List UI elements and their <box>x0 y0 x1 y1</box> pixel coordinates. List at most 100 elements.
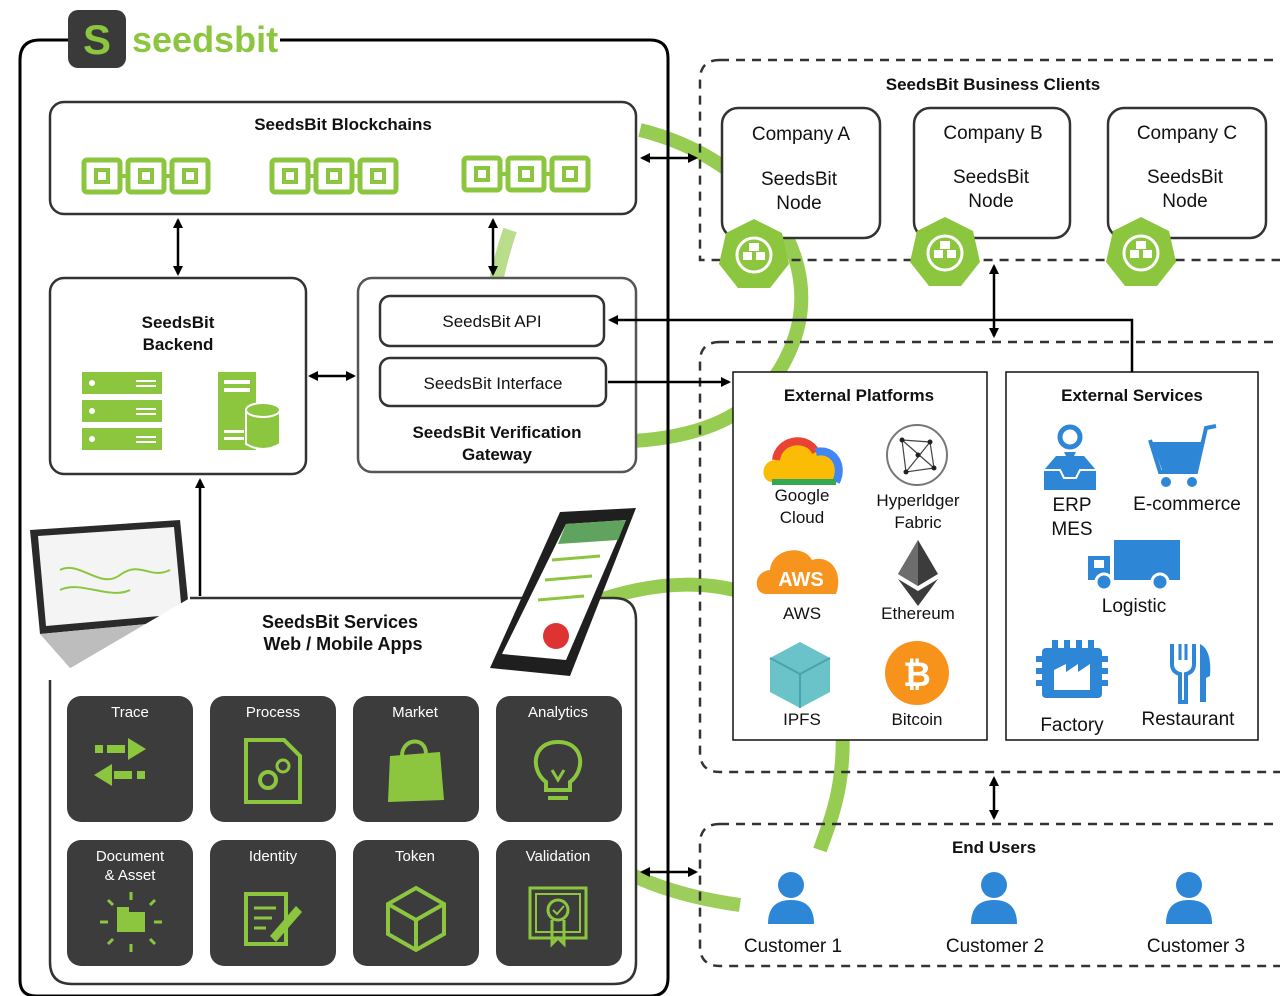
node-badge-icon <box>910 217 980 286</box>
google-cloud-icon <box>763 437 843 485</box>
end-users-region <box>698 822 1280 968</box>
ipfs-icon <box>769 642 831 708</box>
clients-region <box>698 58 1280 262</box>
tile-document-label: Document <box>96 848 165 865</box>
chain-icon-3 <box>461 155 591 193</box>
aws-icon: AWS <box>756 550 839 594</box>
truck-icon <box>1088 540 1180 592</box>
services-title-line2: Web / Mobile Apps <box>263 634 422 654</box>
customer-1-avatar-icon <box>768 872 814 924</box>
factory-icon <box>1036 640 1108 698</box>
tile-analytics[interactable]: Analytics <box>496 696 622 822</box>
document-pen-icon <box>244 892 302 946</box>
process-gears-icon <box>244 738 302 804</box>
ext-services-title: External Services <box>1061 386 1203 405</box>
tile-document-label2: & Asset <box>105 867 157 884</box>
services-title-line1: SeedsBit Services <box>262 612 418 632</box>
aws-label: AWS <box>783 604 821 623</box>
google-label2: Cloud <box>780 508 824 527</box>
database-server-icon <box>218 372 281 450</box>
company-b-name: Company B <box>943 123 1042 144</box>
blockchains-title: SeedsBit Blockchains <box>254 115 432 134</box>
tile-market-label: Market <box>392 704 439 721</box>
chain-icon-2 <box>269 157 399 195</box>
tile-process[interactable]: Process <box>210 696 336 822</box>
company-c-node2: Node <box>1162 191 1207 212</box>
tile-analytics-label: Analytics <box>528 704 588 721</box>
restaurant-label: Restaurant <box>1142 709 1236 730</box>
interface-label: SeedsBit Interface <box>424 374 563 393</box>
factory-label: Factory <box>1040 715 1104 736</box>
hyperledger-label2: Fabric <box>894 513 942 532</box>
company-b-card[interactable]: Company B SeedsBit Node <box>912 106 1072 240</box>
backend-title-line2: Backend <box>143 335 214 354</box>
logistic-label: Logistic <box>1102 596 1166 617</box>
trace-arrows-icon <box>94 738 146 786</box>
server-rack-icon <box>82 372 162 450</box>
tile-trace-label: Trace <box>111 704 149 721</box>
bitcoin-logo-text: ₿ <box>903 655 931 695</box>
logo-mark: S <box>83 16 111 63</box>
end-users-title: End Users <box>952 838 1036 857</box>
backend-title-line1: SeedsBit <box>142 313 215 332</box>
logo-mark-box <box>68 10 126 68</box>
tile-token-label: Token <box>395 848 435 865</box>
tile-document[interactable]: Document & Asset <box>67 840 193 966</box>
tile-validation-label: Validation <box>526 848 591 865</box>
tile-token[interactable]: Token <box>353 840 479 966</box>
tile-validation[interactable]: Validation <box>496 840 622 966</box>
company-a-node1: SeedsBit <box>761 169 838 190</box>
hyperledger-label1: Hyperldger <box>876 491 959 510</box>
company-c-name: Company C <box>1137 123 1237 144</box>
customer-2-avatar-icon <box>971 872 1017 924</box>
google-label1: Google <box>775 486 830 505</box>
customer-1-label: Customer 1 <box>744 936 842 957</box>
node-badge-icon <box>1106 217 1176 286</box>
company-a-card[interactable]: Company A SeedsBit Node <box>720 106 882 240</box>
ethereum-label: Ethereum <box>881 604 955 623</box>
api-pill[interactable] <box>378 294 606 348</box>
erp-icon <box>1044 424 1096 490</box>
restaurant-icon <box>1170 644 1211 704</box>
node-badge-icon <box>719 219 789 288</box>
cube-icon <box>386 885 446 953</box>
interface-pill[interactable] <box>378 356 608 408</box>
gateway-title-line2: Gateway <box>462 445 532 464</box>
seedsbit-logo: S seedsbit <box>68 10 278 68</box>
platforms-title: External Platforms <box>784 386 934 405</box>
tile-identity[interactable]: Identity <box>210 840 336 966</box>
customer-2-label: Customer 2 <box>946 936 1044 957</box>
customer-3-avatar-icon <box>1166 872 1212 924</box>
shopping-bag-icon <box>388 739 444 802</box>
clients-title: SeedsBit Business Clients <box>886 75 1100 94</box>
api-label: SeedsBit API <box>442 312 541 331</box>
bitcoin-label: Bitcoin <box>891 710 942 729</box>
erp-label2: MES <box>1051 519 1092 540</box>
services-box <box>48 596 638 986</box>
bitcoin-icon: ₿ <box>885 641 949 705</box>
tile-identity-label: Identity <box>249 848 298 865</box>
certificate-icon <box>528 886 588 948</box>
shopping-cart-icon <box>1148 424 1217 487</box>
company-a-node2: Node <box>776 193 821 214</box>
tile-process-label: Process <box>246 704 300 721</box>
company-c-node1: SeedsBit <box>1147 167 1224 188</box>
tile-market[interactable]: Market <box>353 696 479 822</box>
erp-label1: ERP <box>1052 495 1091 516</box>
seedsbit-container <box>18 38 670 996</box>
gateway-title-line1: SeedsBit Verification <box>412 423 581 442</box>
company-c-card[interactable]: Company C SeedsBit Node <box>1106 106 1268 240</box>
phone-image <box>490 508 636 676</box>
arrow-services-api <box>608 315 1134 372</box>
ipfs-label: IPFS <box>783 710 821 729</box>
ethereum-icon <box>898 540 938 606</box>
hyperledger-icon <box>886 424 948 486</box>
folder-burst-icon <box>100 892 162 952</box>
customer-3-label: Customer 3 <box>1147 936 1245 957</box>
external-region <box>698 340 1280 774</box>
aws-logo-text: AWS <box>778 569 824 591</box>
company-a-name: Company A <box>752 124 851 145</box>
chain-icon-1 <box>81 157 211 195</box>
tile-trace[interactable]: Trace <box>67 696 193 822</box>
company-b-node2: Node <box>968 191 1013 212</box>
